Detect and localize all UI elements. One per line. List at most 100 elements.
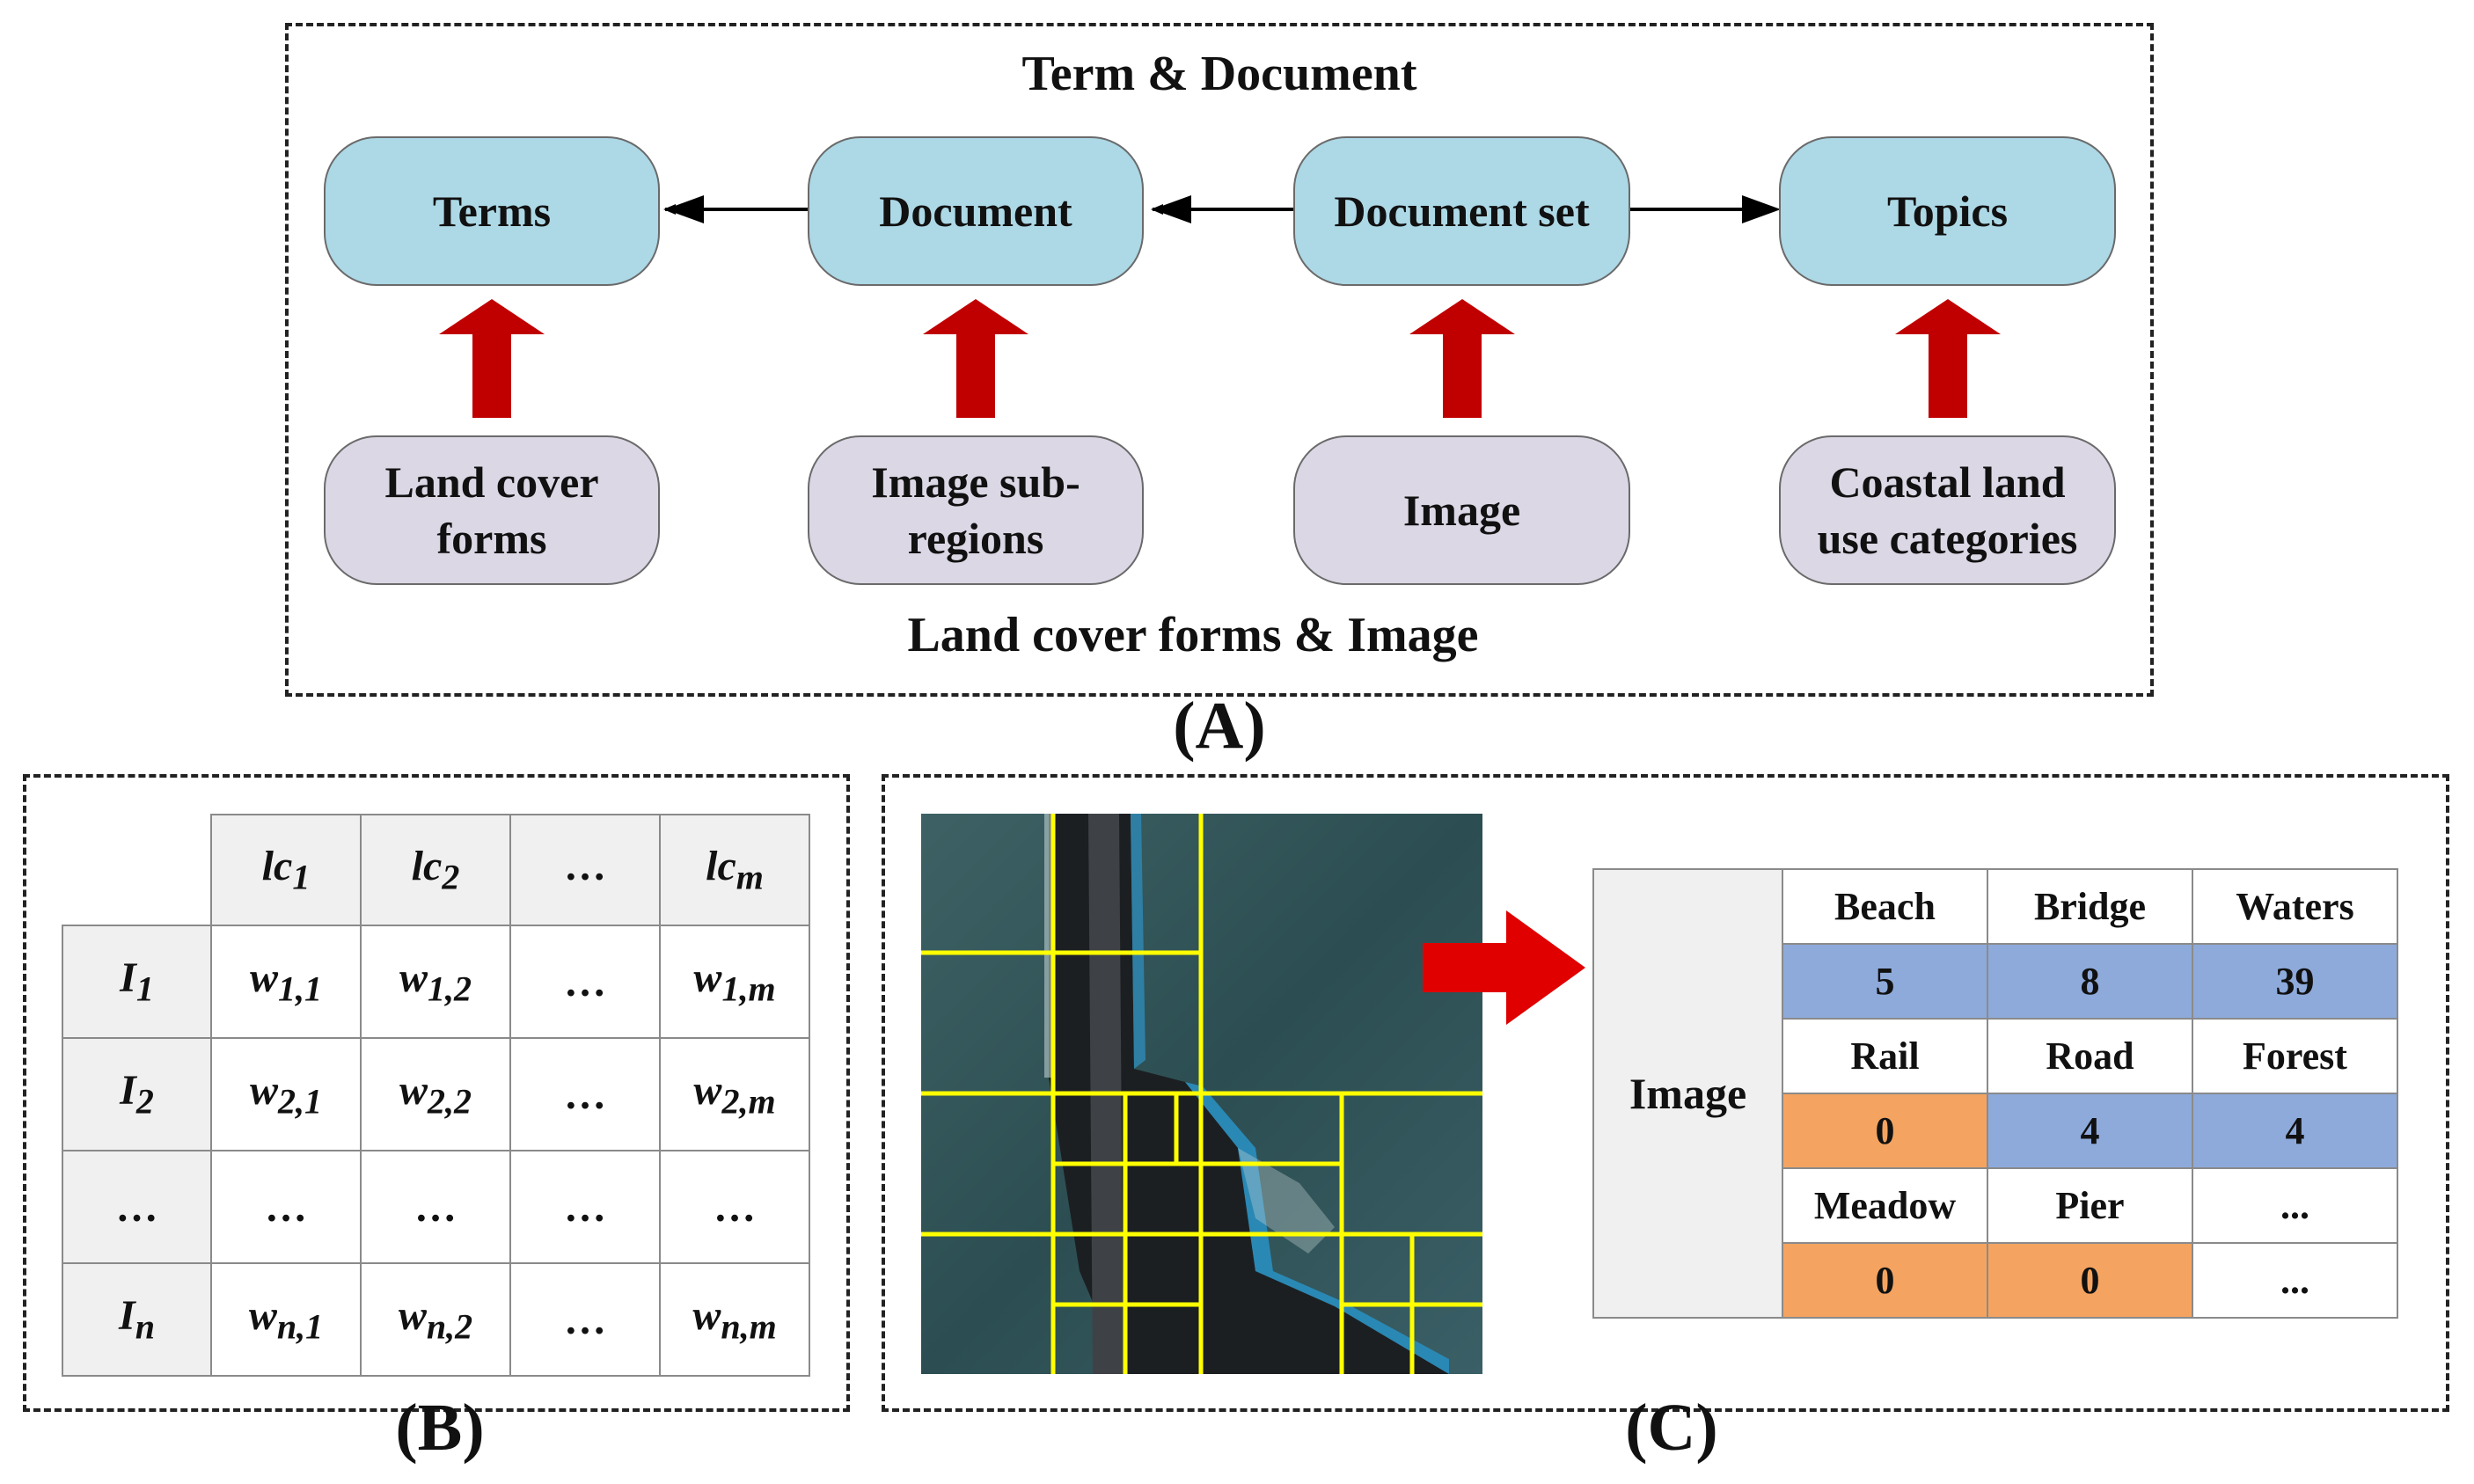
category-value-cell: 4 bbox=[1987, 1093, 2193, 1169]
matrix-row-header: … bbox=[62, 1150, 212, 1264]
cell-sub: 2,1 bbox=[278, 1081, 322, 1122]
node-line: Land cover bbox=[384, 457, 599, 507]
matrix-cell: wn,2 bbox=[360, 1262, 511, 1377]
cell-base: w bbox=[692, 1292, 721, 1340]
panel-a-label: (A) bbox=[1173, 689, 1266, 763]
up-arrow-document-set bbox=[1409, 299, 1515, 418]
matrix-header-sub: 1 bbox=[292, 857, 311, 897]
matrix-cell: … bbox=[509, 1037, 661, 1151]
node-document-set: Document set bbox=[1293, 136, 1630, 286]
node-terms: Terms bbox=[324, 136, 660, 286]
subregion-grid bbox=[921, 814, 1482, 1374]
node-line: Image bbox=[1402, 486, 1521, 535]
row-head-base: I bbox=[120, 954, 136, 1002]
node-topics: Topics bbox=[1779, 136, 2116, 286]
category-name-cell: Meadow bbox=[1782, 1167, 1988, 1244]
category-name-row: Image Beach Bridge Waters bbox=[1592, 868, 2398, 1319]
category-value-row: 0 4 4 bbox=[1593, 1093, 2398, 1169]
row-head-base: I bbox=[120, 1067, 136, 1115]
cell-base: … bbox=[564, 1071, 606, 1118]
cell-sub: 1,1 bbox=[278, 969, 322, 1009]
category-value-cell: 5 bbox=[1782, 943, 1988, 1020]
matrix-header-base: lc bbox=[706, 843, 736, 890]
cell-sub: n,1 bbox=[276, 1306, 324, 1347]
category-name-cell: Bridge bbox=[1987, 868, 2193, 945]
matrix-cell: … bbox=[360, 1150, 511, 1264]
category-name-row: Rail Road Forest bbox=[1593, 1018, 2398, 1094]
cell-sub: 2,2 bbox=[428, 1081, 472, 1122]
category-name-cell: ... bbox=[2192, 1167, 2398, 1244]
category-name-cell: Pier bbox=[1987, 1167, 2193, 1244]
panel-a-frame bbox=[285, 23, 2154, 697]
category-name-cell: Beach bbox=[1782, 868, 1988, 945]
category-value-cell: 0 bbox=[1987, 1242, 2193, 1319]
matrix-col-header: lc2 bbox=[360, 814, 511, 926]
node-document: Document bbox=[808, 136, 1144, 286]
category-value-cell: 0 bbox=[1782, 1242, 1988, 1319]
matrix-cell: … bbox=[509, 1262, 661, 1377]
matrix-row-header: In bbox=[62, 1262, 212, 1377]
row-head-sub: n bbox=[135, 1306, 155, 1347]
cell-sub: n,m bbox=[721, 1306, 777, 1347]
node-line: use categories bbox=[1817, 514, 2078, 563]
node-image-sub-regions: Image sub- regions bbox=[808, 435, 1144, 585]
node-line: Coastal land bbox=[1829, 457, 2066, 507]
node-line: forms bbox=[436, 514, 547, 563]
matrix-cell: w2,2 bbox=[360, 1037, 511, 1151]
node-coastal-land-use: Coastal land use categories bbox=[1779, 435, 2116, 585]
cell-base: … bbox=[564, 1183, 606, 1231]
category-name-cell: Road bbox=[1987, 1018, 2193, 1094]
row-head-sub: 2 bbox=[135, 1081, 154, 1122]
row-head-sub: 1 bbox=[135, 969, 154, 1009]
up-arrow-document bbox=[923, 299, 1028, 418]
cell-sub: 1,m bbox=[721, 969, 776, 1009]
panel-a-top-title: Term & Document bbox=[1021, 47, 1417, 101]
matrix-header-base: lc bbox=[261, 843, 293, 890]
matrix-row-header: I2 bbox=[62, 1037, 212, 1151]
matrix-cell: wn,m bbox=[659, 1262, 810, 1377]
cell-base: … bbox=[714, 1183, 756, 1231]
cell-sub: n,2 bbox=[426, 1306, 473, 1347]
matrix-col-header: lcm bbox=[659, 814, 810, 926]
row-head-base: … bbox=[115, 1183, 158, 1231]
cell-base: w bbox=[248, 1292, 277, 1340]
cell-base: … bbox=[265, 1183, 307, 1231]
satellite-image-scene bbox=[921, 814, 1482, 1374]
category-name-cell: Forest bbox=[2192, 1018, 2398, 1094]
up-arrow-topics bbox=[1895, 299, 2001, 418]
satellite-image bbox=[921, 814, 1482, 1374]
matrix-cell: … bbox=[210, 1150, 362, 1264]
cell-base: … bbox=[414, 1183, 457, 1231]
category-value-cell: 8 bbox=[1987, 943, 2193, 1020]
cell-base: w bbox=[249, 954, 278, 1002]
cell-base: w bbox=[399, 954, 428, 1002]
matrix-row-header: I1 bbox=[62, 925, 212, 1039]
red-right-arrow bbox=[1423, 910, 1585, 1025]
category-value-cell: 39 bbox=[2192, 943, 2398, 1020]
term-document-matrix: lc1 lc2 … lcm I1 w1,1 w1,2 … w1,m I2 w2,… bbox=[62, 814, 810, 1377]
cell-base: w bbox=[693, 954, 722, 1002]
category-name-row: Meadow Pier ... bbox=[1593, 1167, 2398, 1244]
category-value-cell: ... bbox=[2192, 1242, 2398, 1319]
matrix-header-base: … bbox=[564, 843, 606, 890]
category-name-cell: Waters bbox=[2192, 868, 2398, 945]
cell-base: w bbox=[249, 1067, 278, 1115]
matrix-cell: … bbox=[659, 1150, 810, 1264]
panel-c-label: (C) bbox=[1625, 1391, 1718, 1465]
image-side-label: Image bbox=[1592, 868, 1783, 1319]
matrix-row: In wn,1 wn,2 … wn,m bbox=[62, 1262, 810, 1377]
cell-base: w bbox=[399, 1067, 428, 1115]
up-arrow-terms bbox=[439, 299, 545, 418]
category-name-cell: Rail bbox=[1782, 1018, 1988, 1094]
cell-base: w bbox=[398, 1292, 427, 1340]
matrix-row: I2 w2,1 w2,2 … w2,m bbox=[62, 1037, 810, 1151]
panel-b-frame bbox=[23, 774, 850, 1412]
matrix-cell: w1,1 bbox=[210, 925, 362, 1039]
matrix-col-header: … bbox=[509, 814, 661, 926]
node-line: Image sub- bbox=[871, 457, 1080, 507]
matrix-cell: w1,2 bbox=[360, 925, 511, 1039]
panel-a-horizontal-arrows bbox=[663, 195, 1781, 223]
category-value-cell: 0 bbox=[1782, 1093, 1988, 1169]
matrix-header-sub: m bbox=[736, 857, 764, 897]
cell-base: … bbox=[564, 958, 606, 1005]
